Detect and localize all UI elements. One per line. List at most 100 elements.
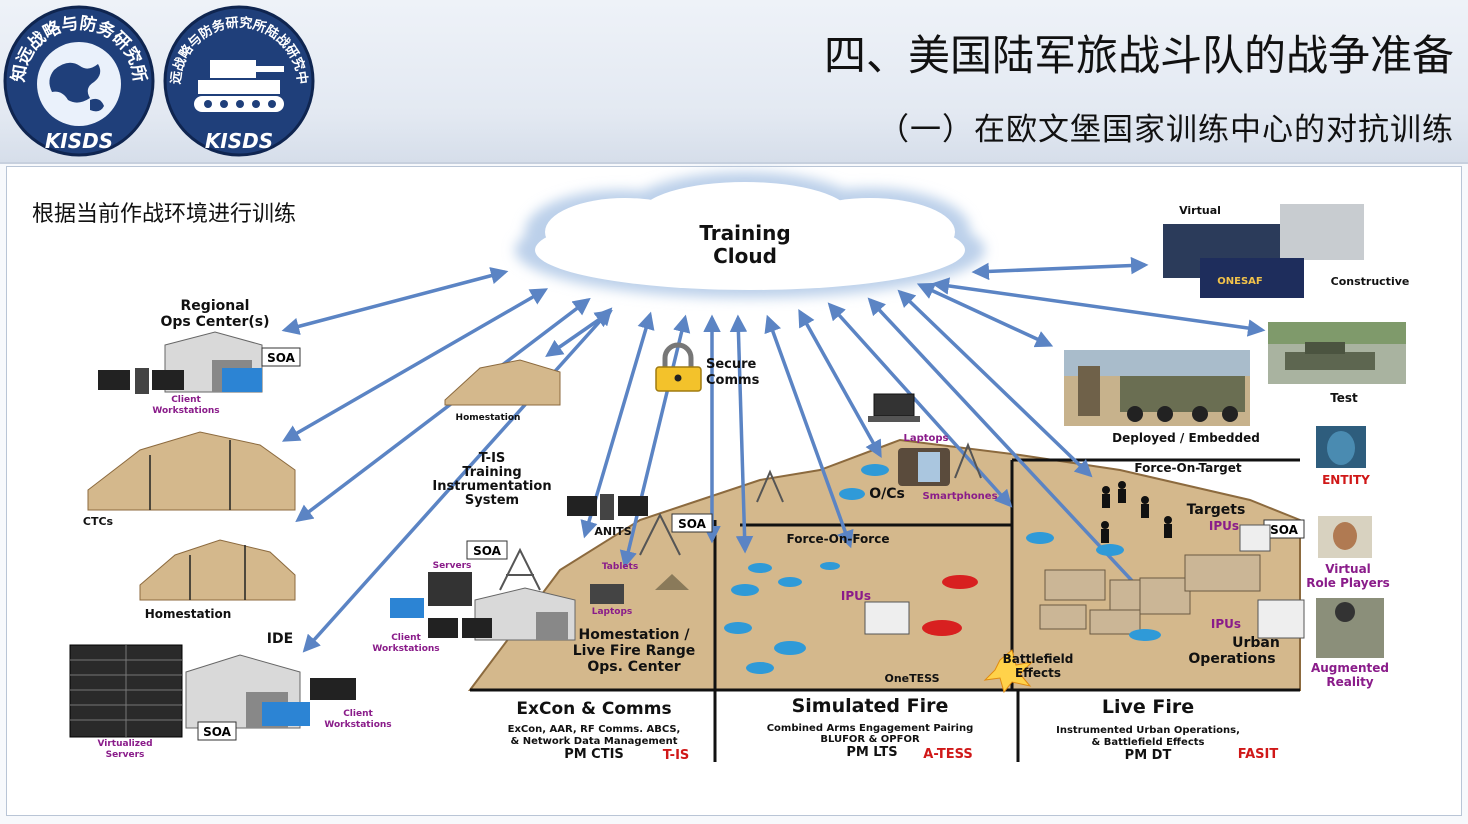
svg-text:Servers: Servers	[433, 561, 472, 571]
regional-ops-label-2: Ops Center(s)	[160, 314, 269, 330]
svg-text:Client: Client	[343, 709, 373, 719]
svg-text:Client: Client	[171, 395, 201, 405]
svg-text:Workstations: Workstations	[152, 406, 219, 416]
ipu-device-icon	[1239, 524, 1305, 639]
anits-computers-icon	[567, 494, 648, 520]
targets-label: Targets	[1187, 502, 1246, 518]
homestation-map	[139, 539, 296, 601]
virtual-label: Virtual	[1179, 204, 1221, 217]
soa-badge-icon: SOA	[261, 347, 301, 367]
soa-badge-icon: SOA	[466, 540, 508, 560]
tis-label-3: Instrumentation	[432, 479, 551, 494]
svg-text:Instrumented Urban Operations,: Instrumented Urban Operations,	[1056, 725, 1240, 736]
bottom-band	[470, 690, 1300, 762]
ctcs-label: CTCs	[83, 515, 114, 528]
svg-text:A-TESS: A-TESS	[923, 747, 972, 762]
svg-text:BLUFOR & OPFOR: BLUFOR & OPFOR	[820, 734, 920, 745]
constructive-label: Constructive	[1331, 275, 1410, 288]
test-label: Test	[1330, 391, 1358, 405]
virtual-role-players-label-2: Role Players	[1306, 576, 1390, 590]
soa-badge-icon: SOA	[671, 513, 713, 533]
svg-text:SOA: SOA	[473, 544, 502, 558]
svg-text:& Battlefield Effects: & Battlefield Effects	[1092, 737, 1205, 748]
role-player-photo	[1318, 516, 1372, 558]
svg-text:FASIT: FASIT	[1238, 747, 1279, 762]
svg-text:Workstations: Workstations	[372, 644, 439, 654]
svg-text:ExCon, AAR, RF Comms. ABCS,: ExCon, AAR, RF Comms. ABCS,	[508, 724, 681, 735]
ops-center-label-1: Homestation /	[579, 627, 691, 643]
server-rack-icon	[69, 644, 183, 738]
laptop-icon	[868, 393, 920, 422]
svg-text:Tablets: Tablets	[602, 562, 638, 572]
svg-text:Combined Arms Engagement Pairi: Combined Arms Engagement Pairing	[767, 723, 974, 734]
svg-text:PM DT: PM DT	[1125, 748, 1172, 763]
slide-title: 四、美国陆军旅战斗队的战争准备	[823, 31, 1454, 80]
svg-text:IPUs: IPUs	[841, 589, 871, 603]
svg-text:PM CTIS: PM CTIS	[564, 747, 624, 762]
ops-center-label-3: Ops. Center	[587, 659, 680, 675]
explosion-icon	[983, 649, 1034, 694]
blue-force-vehicles	[1026, 532, 1161, 641]
homestation-label: Homestation	[145, 607, 232, 621]
cloud-title-line2: Cloud	[713, 244, 777, 268]
ops-center-building-icon	[474, 587, 576, 641]
ide-building-icon	[185, 654, 356, 729]
slide-section-title: （一）在欧文堡国家训练中心的对抗训练	[878, 112, 1454, 148]
svg-text:SOA: SOA	[678, 517, 707, 531]
servers-icon	[428, 572, 472, 606]
svg-text:Laptops: Laptops	[903, 433, 948, 444]
ide-label: IDE	[267, 631, 293, 647]
laptop-icon	[590, 584, 624, 604]
secure-comms-label-2: Comms	[706, 373, 760, 388]
augmented-reality-photo	[1316, 598, 1384, 658]
ctcs-map	[87, 431, 296, 511]
svg-text:PM LTS: PM LTS	[846, 745, 897, 760]
ipu-device-icon	[864, 601, 910, 635]
entity-label: ENTITY	[1322, 473, 1370, 487]
radio-tower-icon	[499, 442, 982, 591]
svg-text:Homestation: Homestation	[456, 413, 521, 423]
virtual-role-players-label-1: Virtual	[1325, 562, 1371, 576]
logo1-abbr: KISDS	[45, 129, 113, 153]
svg-text:Live Fire: Live Fire	[1102, 696, 1194, 718]
svg-text:ExCon & Comms: ExCon & Comms	[516, 699, 671, 719]
svg-text:T-IS: T-IS	[663, 748, 690, 763]
ops-center-label-2: Live Fire Range	[573, 643, 696, 659]
smartphone-icon	[898, 448, 950, 486]
tis-label-2: Training	[462, 465, 521, 480]
battlefield-effects-label-1: Battlefield	[1003, 652, 1074, 666]
blue-force-vehicles	[724, 562, 840, 674]
urban-ops-label-1: Urban	[1232, 635, 1280, 651]
onetess-label: OneTESS	[884, 672, 939, 685]
slide-header: 知远战略与防务研究所 KISDS 知远战略与防务研究所陆战研究中心 KISDS …	[0, 0, 1468, 164]
svg-text:& Network Data Management: & Network Data Management	[511, 736, 678, 747]
svg-text:IPUs: IPUs	[1209, 519, 1239, 533]
svg-text:SOA: SOA	[267, 351, 296, 365]
urban-buildings	[1039, 554, 1261, 635]
client-computers-icon	[98, 368, 262, 394]
slide-subtitle: 根据当前作战环境进行训练	[32, 202, 297, 227]
deployed-embedded-label: Deployed / Embedded	[1112, 431, 1260, 445]
homestation-small-map	[444, 359, 561, 406]
training-cloud: Training Cloud	[515, 172, 985, 298]
red-force-vehicles	[922, 575, 978, 636]
svg-text:Workstations: Workstations	[324, 720, 391, 730]
svg-text:Servers: Servers	[106, 750, 145, 760]
urban-ops-label-2: Operations	[1188, 651, 1275, 667]
deployed-vehicle-photo	[1064, 350, 1250, 426]
svg-text:SOA: SOA	[1270, 523, 1299, 537]
svg-text:Simulated Fire: Simulated Fire	[792, 695, 949, 717]
cloud-title-line1: Training	[699, 221, 790, 245]
soa-badge-icon: SOA	[197, 721, 237, 741]
augmented-reality-label-1: Augmented	[1311, 661, 1389, 675]
section-live-fire: Live Fire Instrumented Urban Operations,…	[1056, 696, 1278, 763]
svg-text:Laptops: Laptops	[592, 607, 633, 617]
tent-icon	[655, 574, 689, 590]
force-on-force-label: Force-On-Force	[787, 532, 890, 546]
force-on-target-label: Force-On-Target	[1134, 461, 1241, 475]
client-computers-icon	[390, 598, 492, 638]
secure-comms-label-1: Secure	[706, 357, 757, 372]
section-simulated-fire: Simulated Fire Combined Arms Engagement …	[767, 695, 974, 762]
section-excon: ExCon & Comms ExCon, AAR, RF Comms. ABCS…	[508, 699, 690, 763]
svg-text:Smartphones: Smartphones	[922, 491, 997, 502]
